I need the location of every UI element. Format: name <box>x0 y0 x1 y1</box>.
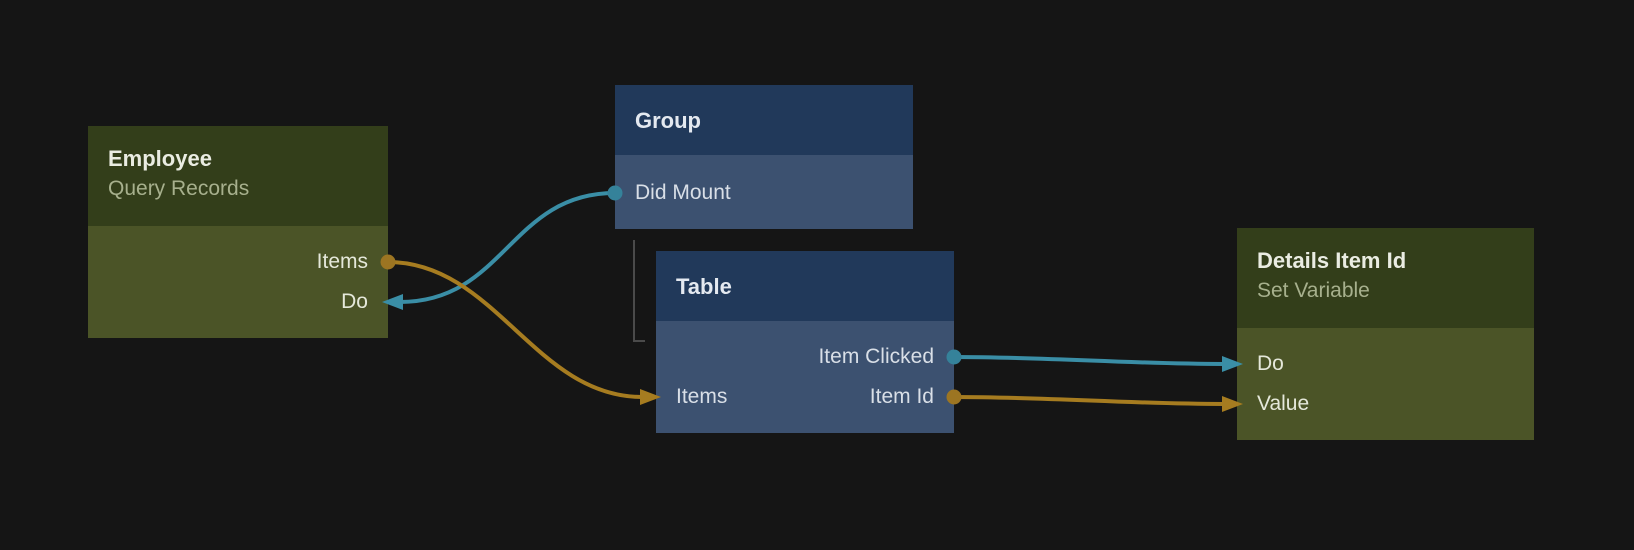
node-table-ports: Item Clicked Items Item Id <box>656 321 954 433</box>
port-row-do[interactable]: Do <box>88 282 388 322</box>
port-label-value: Value <box>1257 392 1310 415</box>
port-label-did-mount: Did Mount <box>635 181 731 204</box>
node-subtitle: Set Variable <box>1257 279 1370 302</box>
port-row-items-itemid[interactable]: Items Item Id <box>656 377 954 417</box>
node-employee-ports: Items Do <box>88 226 388 338</box>
port-label-do: Do <box>341 290 368 313</box>
port-row-value[interactable]: Value <box>1237 384 1534 424</box>
node-details-ports: Do Value <box>1237 328 1534 440</box>
node-group[interactable]: Group Did Mount <box>615 85 913 229</box>
edge-employee-items-to-table-items[interactable] <box>386 260 644 399</box>
node-details-header: Details Item Id Set Variable <box>1237 228 1534 328</box>
node-title: Table <box>676 274 732 299</box>
node-details-item-id[interactable]: Details Item Id Set Variable Do Value <box>1237 228 1534 440</box>
node-employee-header: Employee Query Records <box>88 126 388 226</box>
edge-itemid-to-details-value[interactable] <box>952 395 1226 406</box>
port-row-item-clicked[interactable]: Item Clicked <box>656 337 954 377</box>
node-employee[interactable]: Employee Query Records Items Do <box>88 126 388 338</box>
edge-didmount-to-employee-do[interactable] <box>398 191 617 304</box>
node-title: Employee <box>108 146 212 171</box>
group-table-hierarchy-line <box>633 240 645 342</box>
port-label-items: Items <box>316 250 368 273</box>
port-label-do: Do <box>1257 352 1284 375</box>
port-label-item-clicked: Item Clicked <box>818 345 934 368</box>
node-subtitle: Query Records <box>108 177 250 200</box>
node-group-ports: Did Mount <box>615 155 913 229</box>
port-row-did-mount[interactable]: Did Mount <box>615 173 913 213</box>
node-title: Details Item Id <box>1257 248 1407 273</box>
port-label-item-id: Item Id <box>869 385 934 408</box>
port-label-items: Items <box>676 385 728 408</box>
node-table[interactable]: Table Item Clicked Items Item Id <box>656 251 954 433</box>
node-table-header: Table <box>656 251 954 321</box>
node-group-header: Group <box>615 85 913 155</box>
node-title: Group <box>635 108 701 133</box>
edge-itemclicked-to-details-do[interactable] <box>952 355 1226 366</box>
port-row-do[interactable]: Do <box>1237 344 1534 384</box>
port-row-items[interactable]: Items <box>88 242 388 282</box>
